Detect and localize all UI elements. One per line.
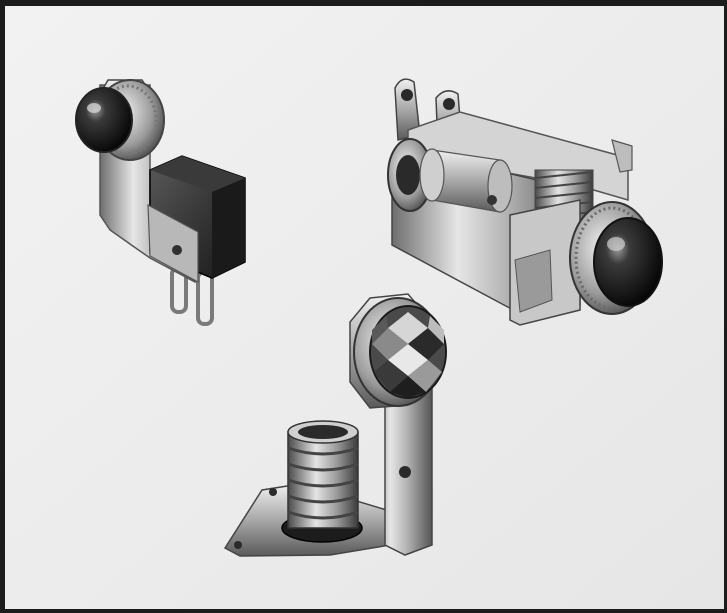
pilot-light-top-left (75, 79, 246, 326)
socket-opening (298, 425, 348, 439)
threaded-socket (287, 431, 359, 529)
ear-hole-left (401, 89, 413, 101)
ear-hole-right (443, 98, 455, 110)
foot-hole-right (269, 488, 277, 496)
plate-hole (172, 245, 182, 255)
dome-lens-highlight (607, 237, 625, 251)
dome-lens (593, 217, 663, 307)
round-lens (75, 87, 133, 153)
socket-block-side (212, 178, 245, 278)
bracket-lip (611, 139, 633, 173)
faceted-jewel-lens (369, 305, 447, 399)
bracket-lower-plate (147, 203, 199, 284)
terminal-screw (487, 195, 497, 205)
front-plate-cutout (514, 249, 553, 313)
socket-block-top (150, 156, 245, 192)
foot-hole-left (234, 541, 242, 549)
pilot-light-top-right (387, 78, 663, 326)
cylinder-end (419, 148, 445, 202)
knurl-teeth (98, 84, 158, 156)
rear-ring-inner (396, 155, 420, 195)
pilot-light-bottom (223, 293, 447, 557)
upright-hole (399, 466, 411, 478)
lens-highlight (87, 103, 101, 113)
